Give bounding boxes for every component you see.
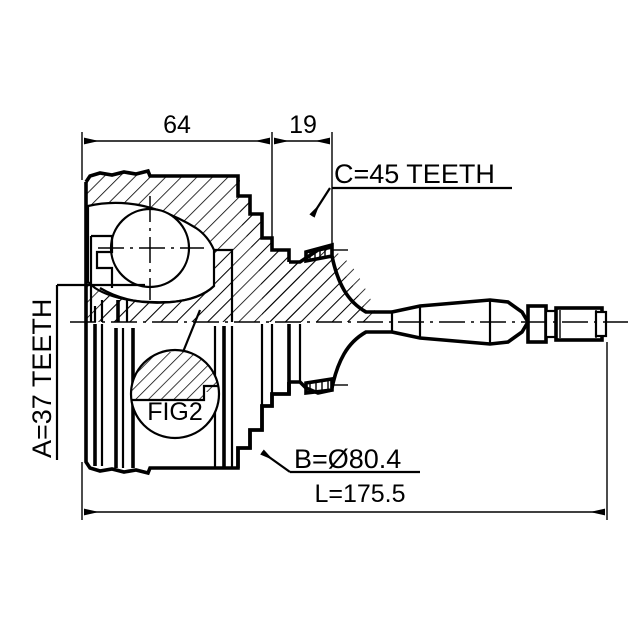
- callout-b-diameter: B=Ø80.4: [260, 444, 420, 474]
- callout-c-leader: [309, 187, 331, 218]
- cv-joint-housing: FIG2: [70, 168, 628, 476]
- detail-bubble-fig2: FIG2: [129, 309, 221, 440]
- dimension-19: 19: [274, 111, 333, 250]
- callout-a-label: A=37 TEETH: [27, 299, 57, 458]
- fig2-section-outline: [131, 384, 219, 402]
- shaft-cone-outline-upper: [330, 255, 392, 314]
- shaft-threaded-end: [554, 306, 604, 342]
- fig2-label: FIG2: [147, 398, 203, 426]
- shaft-tip: [594, 310, 608, 338]
- cage-step-left: [91, 234, 114, 288]
- shaft-upper-profile: [391, 298, 530, 323]
- housing-lower-profile: [236, 382, 291, 468]
- shaft-collar: [526, 304, 548, 344]
- dimension-64-label: 64: [163, 111, 191, 139]
- callout-b-leader: [260, 449, 291, 473]
- fig2-leader-line: [181, 309, 202, 353]
- dimension-overall-length: L=175.5: [81, 342, 608, 520]
- housing-lower-outline: [289, 380, 333, 395]
- callout-c-45-teeth: C=45 TEETH: [309, 159, 512, 218]
- shaft-lower-profile: [391, 321, 530, 346]
- inner-race-hatch: [100, 286, 214, 322]
- dimension-L-label: L=175.5: [314, 480, 405, 508]
- callout-b-label: B=Ø80.4: [294, 444, 401, 474]
- joint-cone-upper-hatch: [238, 176, 300, 322]
- shaft-cone-hatch: [300, 258, 370, 322]
- callout-a-37-teeth: A=37 TEETH: [27, 283, 145, 460]
- dimension-64: 64: [81, 111, 273, 240]
- outer-race-rib-outline: [214, 248, 234, 322]
- outer-race-rib-hatch: [214, 250, 232, 322]
- fig2-hatched-section: [131, 352, 219, 400]
- dimension-19-label: 19: [289, 111, 317, 139]
- inner-race-outline: [99, 285, 215, 304]
- shaft-cone-outline-lower: [330, 330, 392, 389]
- callout-c-label: C=45 TEETH: [334, 159, 495, 189]
- fig2-bubble-ring: [129, 348, 221, 440]
